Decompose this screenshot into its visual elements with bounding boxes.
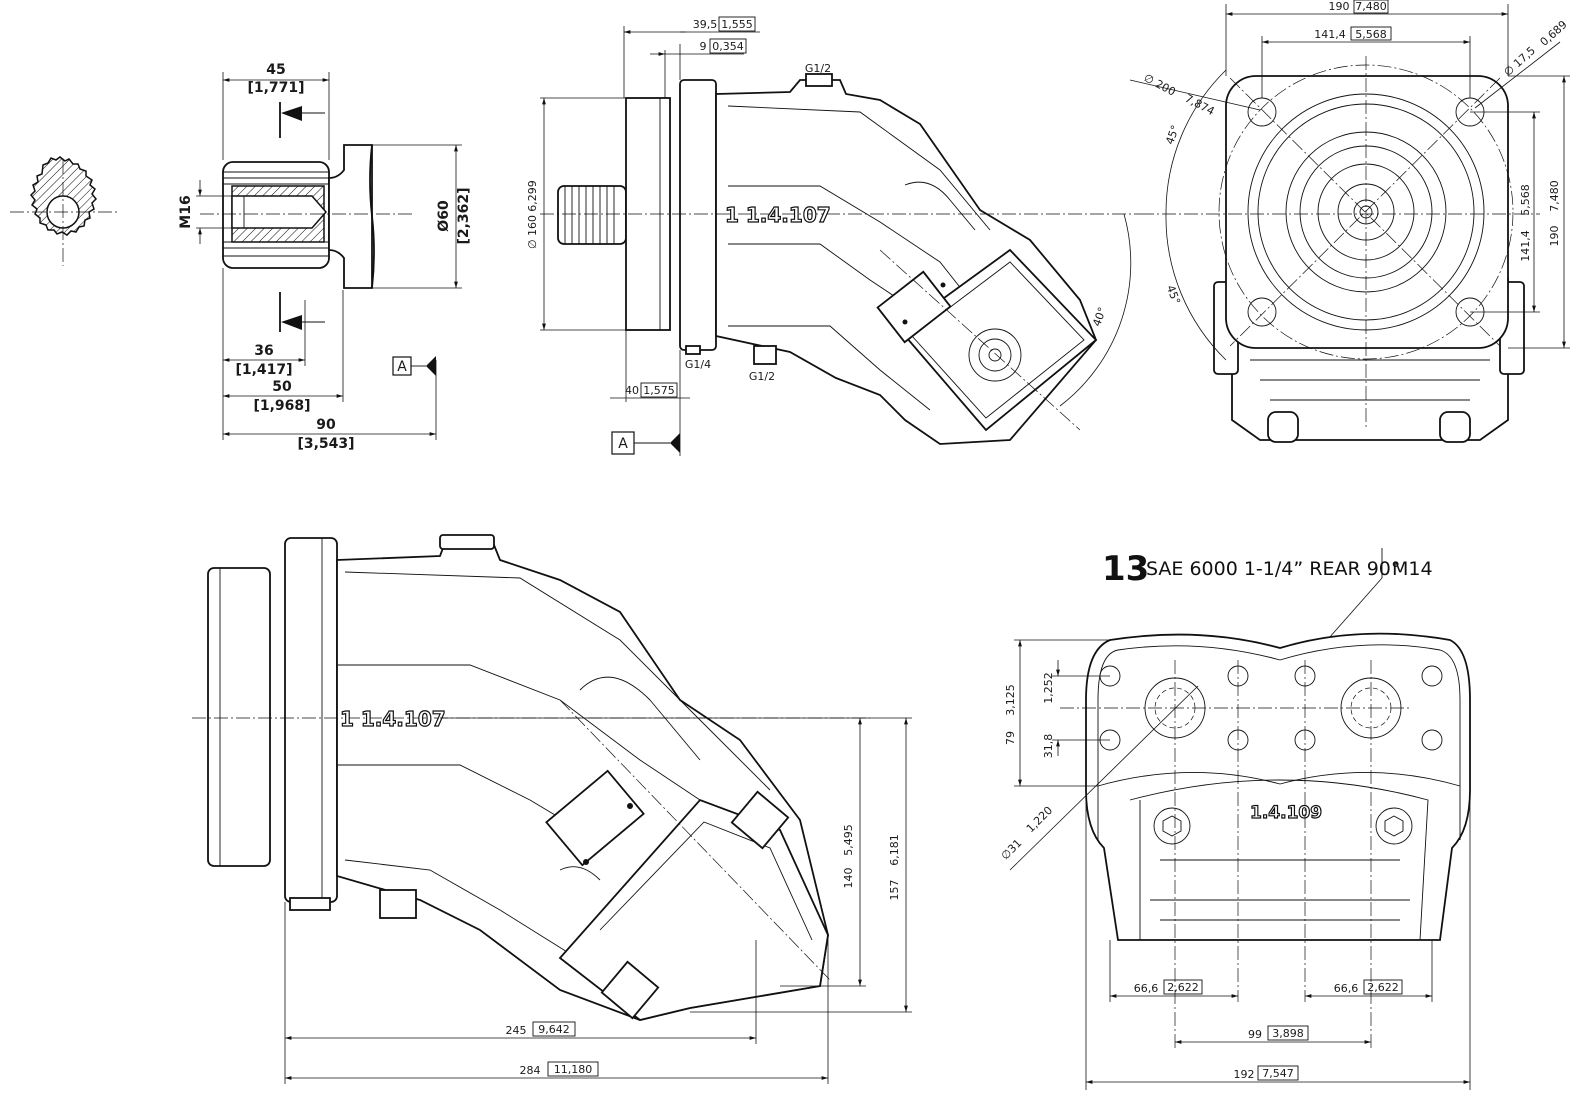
dim-dia160: ∅ 160 — [526, 215, 539, 249]
dim-79-inch: 3,125 — [1004, 684, 1017, 716]
dim-141-4-top: 141,4 — [1314, 28, 1346, 41]
dim-dia160-inch: 6,299 — [526, 180, 539, 212]
dim-245-inch: 9,642 — [538, 1023, 570, 1036]
dim-40-inch: 1,575 — [643, 384, 675, 397]
dim-39-5: 39,5 — [693, 18, 718, 31]
dim-284: 284 — [520, 1064, 541, 1077]
dim-50-inch: [1,968] — [253, 398, 310, 414]
dim-dia31: ∅31 — [999, 837, 1025, 863]
dim-141-4-top-inch: 5,568 — [1355, 28, 1387, 41]
dim-9: 9 — [700, 40, 707, 53]
angle-45-lower: 45° — [1164, 283, 1183, 306]
dim-190-top-inch: 7,480 — [1355, 0, 1387, 13]
datum-a-label: A — [397, 359, 407, 375]
dim-39-5-inch: 1,555 — [721, 18, 753, 31]
dim-99-inch: 3,898 — [1272, 1027, 1304, 1040]
dim-36: 36 — [254, 343, 273, 359]
dim-66-6-right-inch: 2,622 — [1367, 981, 1399, 994]
dim-dia60-inch: [2,362] — [456, 187, 472, 244]
dim-9-inch: 0,354 — [712, 40, 744, 53]
dim-66-6-left-inch: 2,622 — [1167, 981, 1199, 994]
dim-dia17-5-inch: 0,689 — [1538, 18, 1570, 49]
port-view: 13 SAE 6000 1-1/4” REAR 90° M14 1.4.109 — [999, 548, 1471, 1090]
part-number-port: 1.4.109 — [1250, 803, 1322, 823]
dim-66-6-right: 66,6 — [1334, 982, 1359, 995]
front-view: 190 7,480 141,4 5,568 ∅ 200 7,874 ∅ 17,5… — [1129, 0, 1570, 443]
dim-31-8-inch: 1,252 — [1042, 672, 1055, 704]
shaft-detail-view: 45 [1,771] M16 Ø60 [2,362] 36 [1,417] 50… — [178, 62, 472, 452]
dim-45-inch: [1,771] — [247, 80, 304, 96]
dim-157: 157 — [888, 880, 901, 901]
dim-90: 90 — [316, 417, 336, 433]
angle-40: 40° — [1090, 305, 1109, 328]
angle-45-upper: 45° — [1163, 123, 1182, 146]
dim-36-inch: [1,417] — [235, 362, 292, 378]
dim-245: 245 — [506, 1024, 527, 1037]
dim-140: 140 — [842, 868, 855, 889]
dim-140-inch: 5,495 — [842, 824, 855, 856]
dim-141-4-side-inch: 5,568 — [1519, 184, 1532, 216]
side-view-top: 1 1.4.107 G1/2 G1/4 G1/2 39,5 1,555 9 0,… — [526, 16, 1140, 456]
port-g12-bottom: G1/2 — [749, 370, 775, 383]
spline-section-view — [10, 156, 118, 266]
part-number-lower: 1 1.4.107 — [340, 707, 446, 731]
dim-40: 40 — [625, 384, 639, 397]
dim-99: 99 — [1248, 1028, 1262, 1041]
dim-79: 79 — [1004, 731, 1017, 745]
datum-a-side: A — [618, 436, 628, 452]
side-view-lower: 1 1.4.107 140 5,495 157 6,181 245 9,642 … — [192, 534, 912, 1084]
dim-66-6-left: 66,6 — [1134, 982, 1159, 995]
port-g12-top: G1/2 — [805, 62, 831, 75]
part-number-side: 1 1.4.107 — [725, 203, 831, 227]
dim-190-top: 190 — [1329, 0, 1350, 13]
dim-31-8: 31,8 — [1042, 734, 1055, 759]
dim-192-inch: 7,547 — [1262, 1067, 1294, 1080]
dim-190-side: 190 — [1548, 226, 1561, 247]
dim-dia200: ∅ 200 — [1142, 71, 1178, 98]
dim-157-inch: 6,181 — [888, 834, 901, 866]
dim-dia60: Ø60 — [436, 200, 452, 232]
dim-284-inch: 11,180 — [554, 1063, 593, 1076]
dim-190-side-inch: 7,480 — [1548, 180, 1561, 212]
dim-192: 192 — [1234, 1068, 1255, 1081]
thread-m14: M14 — [1392, 558, 1433, 580]
port-g14: G1/4 — [685, 358, 711, 371]
dim-50: 50 — [272, 379, 292, 395]
thread-m16: M16 — [178, 195, 194, 228]
item-number-13: 13 — [1102, 549, 1149, 589]
port-spec-title: SAE 6000 1-1/4” REAR 90° — [1146, 558, 1400, 580]
dim-90-inch: [3,543] — [297, 436, 354, 452]
dim-141-4-side: 141,4 — [1519, 230, 1532, 262]
dim-45: 45 — [266, 62, 285, 78]
